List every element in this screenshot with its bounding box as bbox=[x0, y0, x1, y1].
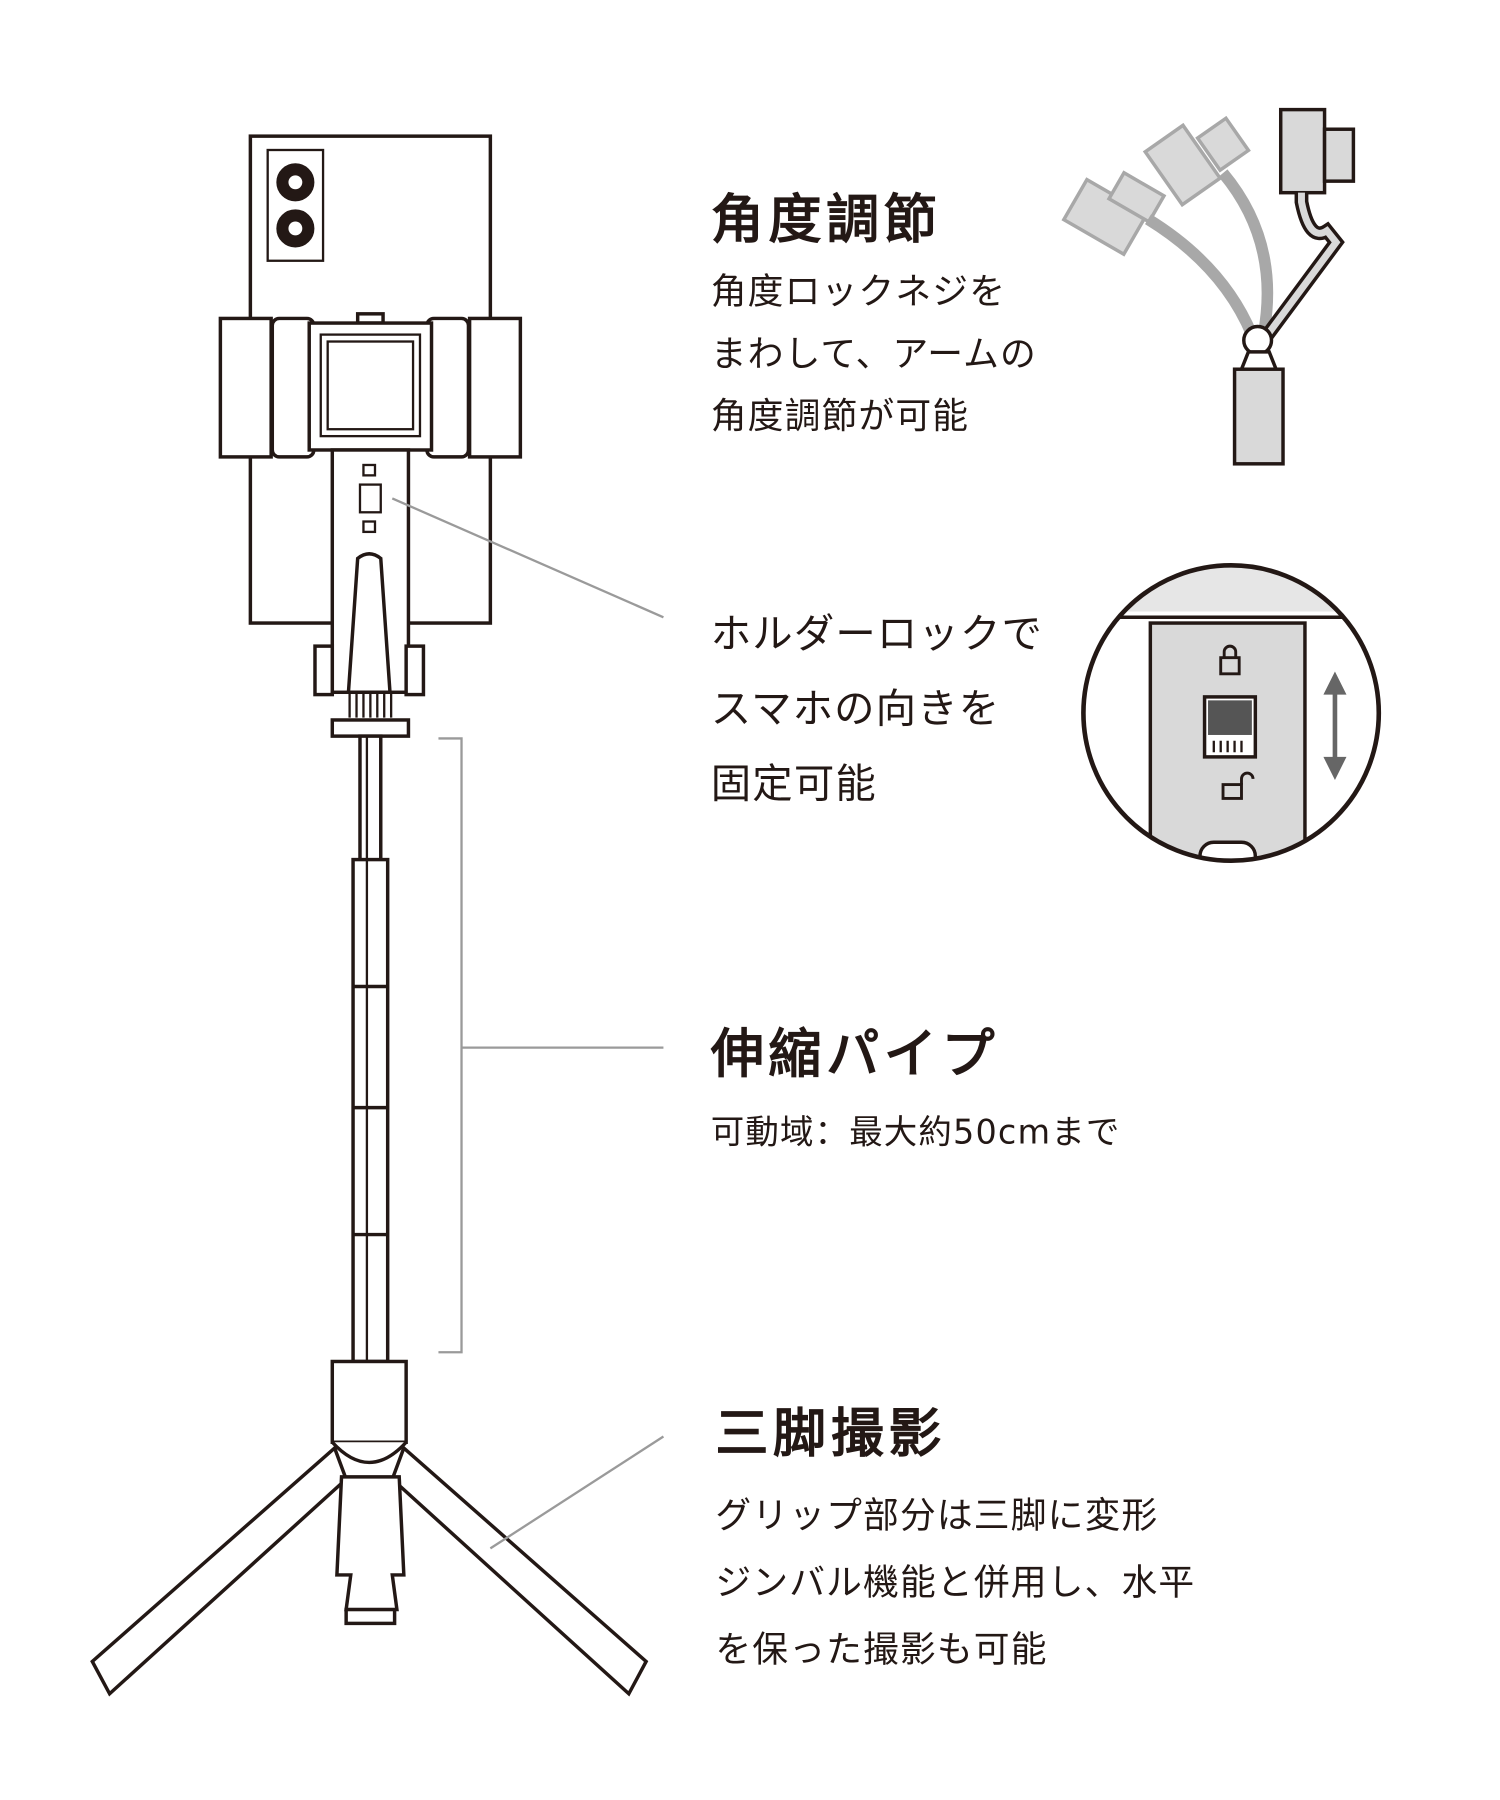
up-down-arrow-icon bbox=[1323, 671, 1347, 780]
holder-lock-description: ホルダーロックで スマホの向きを 固定可能 bbox=[711, 598, 1043, 823]
heading-tripod: 三脚撮影 bbox=[715, 1401, 947, 1465]
text-line: 角度調節が可能 bbox=[710, 395, 970, 438]
text-line: スマホの向きを bbox=[710, 686, 1001, 733]
text-line: グリップ部分は三脚に変形 bbox=[715, 1495, 1159, 1537]
text-line: まわして、アームの bbox=[710, 333, 1037, 375]
text-line: ジンバル機能と併用し、水平 bbox=[715, 1562, 1196, 1604]
tripod bbox=[90, 1359, 649, 1697]
arm-angle-illustration bbox=[1061, 107, 1356, 466]
text-line: 固定可能 bbox=[710, 761, 877, 808]
text-line: ホルダーロックで bbox=[710, 611, 1044, 658]
angle-adjust-description: 角度ロックネジを まわして、アームの 角度調節が可能 bbox=[711, 261, 1037, 448]
telescopic-pole bbox=[351, 734, 390, 1364]
leader-lines bbox=[391, 497, 665, 1550]
lock-icon bbox=[1219, 656, 1241, 676]
heading-telescopic-pipe: 伸縮パイプ bbox=[710, 1022, 1000, 1085]
phone-holder bbox=[218, 312, 523, 738]
pipe-range-text: 可動域：最大約50cmまで bbox=[710, 1112, 1121, 1152]
tripod-description: グリップ部分は三脚に変形 ジンバル機能と併用し、水平 を保った撮影も可能 bbox=[715, 1483, 1195, 1684]
holder-lock-zoom-circle bbox=[1081, 563, 1382, 864]
text-line: を保った撮影も可能 bbox=[715, 1629, 1048, 1671]
heading-angle-adjust: 角度調節 bbox=[710, 188, 942, 251]
unlock-icon bbox=[1221, 783, 1243, 800]
text-line: 角度ロックネジを bbox=[710, 271, 1007, 313]
